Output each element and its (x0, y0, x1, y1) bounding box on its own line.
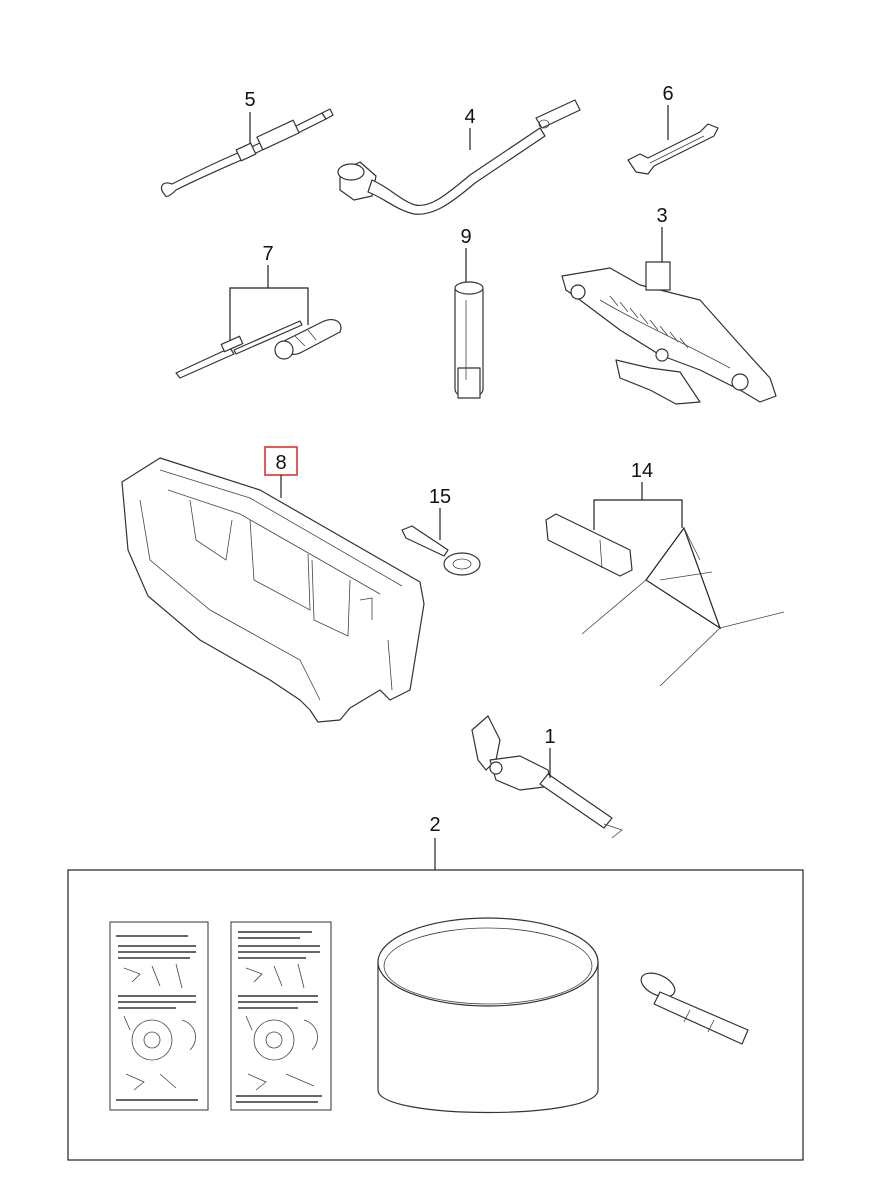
callout-9: 9 (460, 226, 471, 248)
callout-7: 7 (262, 243, 273, 265)
callout-2: 2 (429, 814, 440, 836)
valve-tool-strap (640, 972, 749, 1045)
instruction-sheet-left (109, 921, 209, 1111)
callout-14: 14 (631, 460, 653, 482)
part-5-hook-tool (160, 108, 334, 197)
part-1-ratchet-strap (471, 715, 623, 839)
sealant-canister (377, 917, 599, 1114)
part-3-scissor-jack (561, 261, 777, 405)
callout-15: 15 (429, 486, 451, 508)
part-15-towing-eye (401, 525, 481, 576)
callout-1: 1 (544, 726, 555, 748)
part-7-screwdriver (175, 319, 342, 379)
callout-5: 5 (244, 89, 255, 111)
leader-14-bracket (593, 499, 683, 530)
instruction-sheet-right (230, 921, 332, 1111)
callout-6: 6 (662, 83, 673, 105)
leader-7-bracket (229, 287, 309, 340)
part-9-socket-extension (454, 281, 484, 399)
callout-3: 3 (656, 205, 667, 227)
callout-4: 4 (464, 106, 475, 128)
part-4-wheel-wrench (337, 99, 581, 215)
part-14-warning-triangle (545, 513, 785, 687)
callout-8: 8 (275, 452, 286, 474)
part-8-tool-tray (121, 457, 425, 723)
part-6-spanner (627, 123, 719, 175)
part-2-kit-frame (67, 869, 804, 1161)
